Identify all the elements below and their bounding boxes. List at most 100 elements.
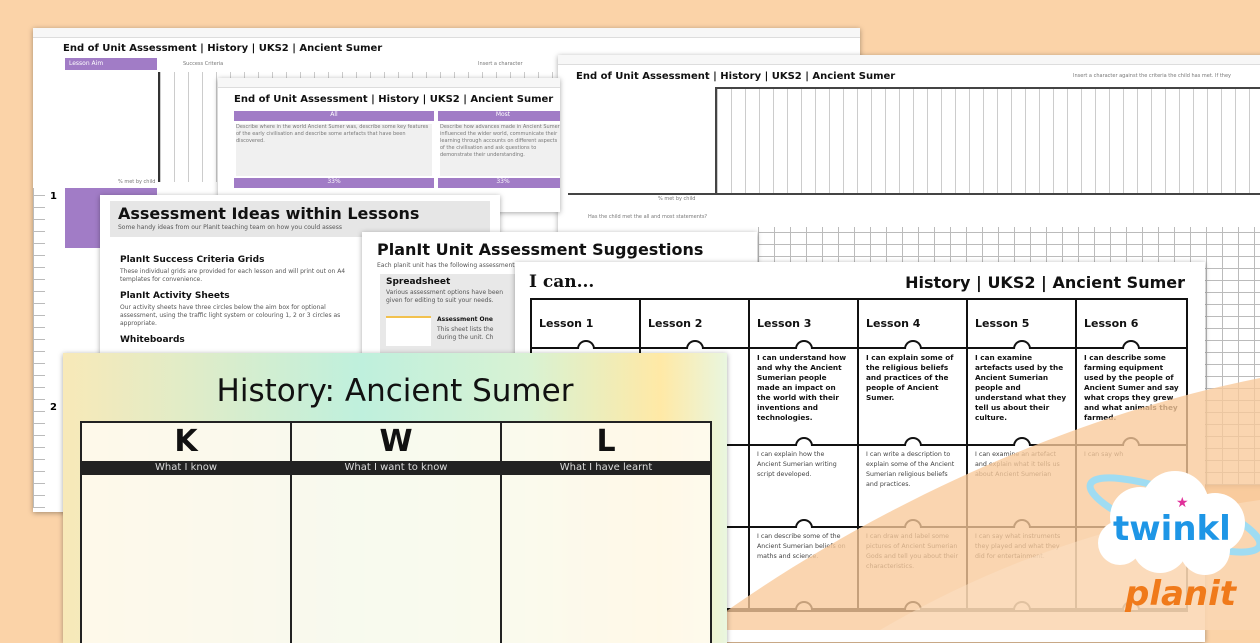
cell-text: Lesson 2 — [648, 316, 703, 330]
i-can-title: I can... — [529, 272, 595, 292]
i-can-statement: I can describe some farming equipment us… — [1077, 349, 1186, 446]
puzzle-knob — [1122, 437, 1140, 446]
doc-subtitle: Some handy ideas from our PlanIt teachin… — [118, 224, 342, 231]
section-heading: Whiteboards — [120, 335, 185, 345]
cell-text: Lesson 1 — [539, 316, 594, 330]
cell-text: Lesson 4 — [866, 316, 921, 330]
grid-body — [33, 188, 45, 508]
kwl-label: What I know — [82, 461, 290, 475]
kwl-letter: K — [174, 424, 198, 459]
puzzle-knob — [577, 340, 595, 349]
row-number: 2 — [50, 402, 57, 413]
i-can-statement: I can understand how and why the Ancient… — [750, 349, 859, 446]
box-text: Various assessment options have been giv… — [386, 289, 504, 304]
puzzle-knob — [904, 601, 922, 610]
success-criteria-header: Success Criteria — [183, 61, 224, 67]
section-heading: PlanIt Activity Sheets — [120, 291, 230, 301]
grid-columns — [715, 87, 1260, 193]
col-all-header: All — [234, 111, 434, 121]
instruction-text: Insert a character against the criteria … — [1073, 73, 1232, 79]
cell-text: I can say what instruments they played a… — [975, 533, 1061, 560]
i-can-statement: I can describe some of the Ancient Sumer… — [750, 528, 859, 610]
column-header-row — [558, 55, 1260, 65]
percent-all: 33% — [234, 178, 434, 188]
percent-row-label: % met by child — [658, 196, 696, 202]
svg-text:★: ★ — [1176, 495, 1189, 511]
kwl-title: History: Ancient Sumer — [216, 373, 574, 409]
lesson-header: Lesson 3 — [750, 300, 859, 349]
row-number: 1 — [50, 191, 57, 202]
lesson-aim-header: Lesson Aim — [65, 58, 157, 70]
lesson-header: Lesson 1 — [532, 300, 641, 349]
kwl-column-w: W What I want to know — [292, 423, 502, 643]
col-most-header: Most — [438, 111, 560, 121]
section-heading: PlanIt Success Criteria Grids — [120, 255, 265, 265]
column-header-row — [218, 78, 560, 88]
cell-text: I can describe some farming equipment us… — [1084, 353, 1179, 422]
box-heading: Spreadsheet — [386, 277, 451, 287]
lesson-header: Lesson 5 — [968, 300, 1077, 349]
question-row-label: Has the child met the all and most state… — [588, 214, 708, 220]
cell-text: I can write a description to explain som… — [866, 451, 955, 488]
svg-text:planit: planit — [1124, 574, 1238, 614]
percent-most: 33% — [438, 178, 560, 188]
svg-text:twinkl: twinkl — [1113, 509, 1231, 549]
section-text: Our activity sheets have three circles b… — [120, 304, 341, 327]
puzzle-knob — [795, 519, 813, 528]
kwl-grid-sheet: History: Ancient Sumer K What I know W W… — [63, 353, 727, 643]
cell-text: I can draw and label some pictures of An… — [866, 533, 959, 570]
spreadsheet-title: End of Unit Assessment | History | UKS2 … — [576, 71, 896, 82]
puzzle-knob — [795, 340, 813, 349]
puzzle-knob — [1122, 340, 1140, 349]
subject-title: History | UKS2 | Ancient Sumer — [905, 273, 1185, 292]
puzzle-knob — [1013, 437, 1031, 446]
i-can-statement: I can explain how the Ancient Sumerian w… — [750, 446, 859, 528]
kwl-column-l: L What I have learnt — [502, 423, 710, 643]
lesson-header: Lesson 6 — [1077, 300, 1186, 349]
section-text: These individual grids are provided for … — [120, 268, 346, 283]
grid-row: Lesson 1 Lesson 2 Lesson 3 Lesson 4 Lesson 5… — [532, 300, 1186, 349]
puzzle-knob — [795, 437, 813, 446]
lesson-header: Lesson 4 — [859, 300, 968, 349]
doc-title: Assessment Ideas within Lessons — [118, 204, 420, 223]
cell-text: I can explain how the Ancient Sumerian w… — [757, 451, 837, 478]
sub-heading: Assessment One — [437, 316, 493, 323]
puzzle-knob — [1013, 340, 1031, 349]
cell-text: Lesson 3 — [757, 316, 812, 330]
kwl-table: K What I know W What I want to know L Wh… — [80, 421, 712, 643]
kwl-label: What I want to know — [292, 461, 500, 475]
puzzle-knob — [1013, 519, 1031, 528]
puzzle-knob — [904, 437, 922, 446]
i-can-statement: I can write a description to explain som… — [859, 446, 968, 528]
kwl-column-k: K What I know — [82, 423, 292, 643]
doc-title: PlanIt Unit Assessment Suggestions — [377, 240, 704, 259]
i-can-statement: I can explain some of the religious beli… — [859, 349, 968, 446]
lesson-header: Lesson 2 — [641, 300, 750, 349]
puzzle-knob — [686, 340, 704, 349]
sub-text: This sheet lists the during the unit. Ch — [437, 326, 494, 341]
instruction-text: Insert a character — [478, 61, 523, 67]
most-criteria-text: Describe how advances made in Ancient Su… — [440, 124, 560, 176]
spreadsheet-inner: End of Unit Assessment | History | UKS2 … — [218, 78, 560, 212]
doc-subtitle: Each planit unit has the following asses… — [377, 262, 515, 269]
puzzle-knob — [1013, 601, 1031, 610]
spreadsheet-title: End of Unit Assessment | History | UKS2 … — [234, 94, 554, 105]
cell-text: Lesson 6 — [1084, 316, 1139, 330]
cell-text: I can examine artefacts used by the Anci… — [975, 353, 1067, 422]
i-can-statement: I can examine artefacts used by the Anci… — [968, 349, 1077, 446]
kwl-label: What I have learnt — [502, 461, 710, 475]
cell-text: Lesson 5 — [975, 316, 1030, 330]
i-can-statement: I can draw and label some pictures of An… — [859, 528, 968, 610]
kwl-letter: W — [379, 424, 413, 459]
kwl-letter: L — [596, 424, 616, 459]
percent-row-label: % met by child — [118, 179, 156, 185]
cell-text: I can examine an artefact and explain wh… — [975, 451, 1060, 478]
puzzle-knob — [795, 601, 813, 610]
puzzle-knob — [904, 519, 922, 528]
cell-text: I can explain some of the religious beli… — [866, 353, 954, 402]
cell-text: I can describe some of the Ancient Sumer… — [757, 533, 846, 560]
twinkl-planit-logo: twinkl ★ planit — [1086, 471, 1260, 614]
puzzle-knob — [904, 340, 922, 349]
cell-text: I can understand how and why the Ancient… — [757, 353, 847, 422]
spreadsheet-title: End of Unit Assessment | History | UKS2 … — [63, 43, 383, 54]
